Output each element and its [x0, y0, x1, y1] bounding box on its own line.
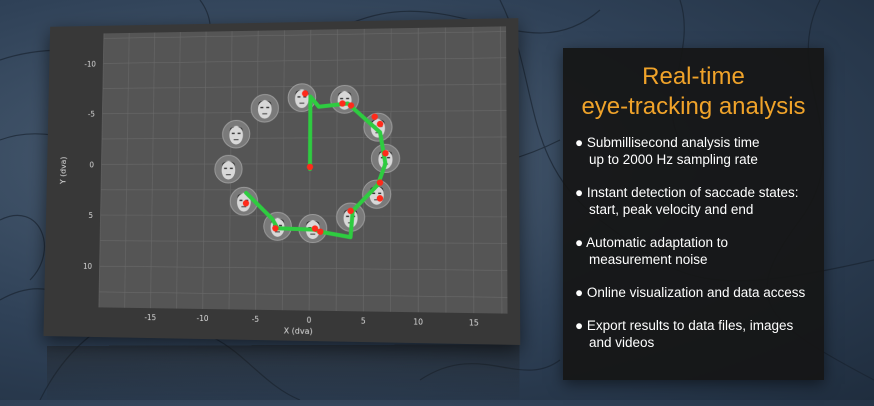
x-tick-label: -15 [144, 313, 156, 322]
feature-item: ● Online visualization and data access [575, 284, 816, 301]
feature-text-continued: start, peak velocity and end [575, 201, 816, 218]
gaze-chart: -15 -10 -5 0 5 10 15 -10 -5 0 5 10 X (dva) Y (dva) [43, 18, 520, 345]
fixation-point [272, 225, 278, 231]
y-tick-label: -10 [84, 60, 96, 69]
fixation-point [382, 150, 388, 156]
fixation-point [307, 164, 313, 170]
face-stimulus-icon [215, 155, 243, 183]
fixation-point [377, 179, 383, 185]
panel-title-line: eye-tracking analysis [563, 92, 824, 122]
y-tick-label: 0 [89, 160, 94, 169]
feature-text: ● Instant detection of saccade states: [575, 184, 816, 201]
face-stimulus-icon [364, 113, 392, 141]
panel-title-line: Real-time [563, 62, 824, 92]
fixation-point [317, 228, 323, 234]
face-stimulus-icon [251, 94, 279, 122]
x-tick-label: -10 [197, 314, 209, 323]
fixation-point [377, 121, 383, 127]
x-tick-label: 5 [361, 316, 366, 325]
y-tick-label: 5 [88, 211, 93, 220]
x-tick-label: 10 [413, 317, 423, 327]
face-stimulus-icon [222, 120, 249, 148]
feature-text-continued: measurement noise [575, 251, 816, 268]
feature-text-continued: and videos [575, 334, 816, 351]
fixation-point [312, 225, 318, 231]
feature-item: ● Instant detection of saccade states:st… [575, 184, 816, 218]
fixation-point [347, 208, 353, 214]
feature-text: ● Automatic adaptation to [575, 234, 816, 251]
chart-panel: -15 -10 -5 0 5 10 15 -10 -5 0 5 10 X (dva) Y (dva) [43, 18, 520, 345]
chart-reflection [47, 344, 519, 405]
plot-area [99, 26, 508, 313]
y-tick-label: -5 [88, 110, 95, 119]
feature-panel: Real-time eye-tracking analysis ● Submil… [563, 48, 824, 380]
panel-title: Real-time eye-tracking analysis [563, 62, 824, 122]
feature-text: ● Submillisecond analysis time [575, 134, 816, 151]
y-tick-label: 10 [83, 262, 93, 271]
fixation-point [377, 195, 383, 201]
x-tick-label: -5 [252, 315, 259, 324]
x-tick-label: 15 [469, 318, 479, 328]
feature-text-continued: up to 2000 Hz sampling rate [575, 151, 816, 168]
y-axis-label: Y (dva) [59, 157, 68, 185]
feature-text: ● Export results to data files, images [575, 317, 816, 334]
feature-text: ● Online visualization and data access [575, 284, 816, 301]
x-tick-label: 0 [307, 315, 312, 324]
x-axis-label: X (dva) [284, 326, 313, 336]
